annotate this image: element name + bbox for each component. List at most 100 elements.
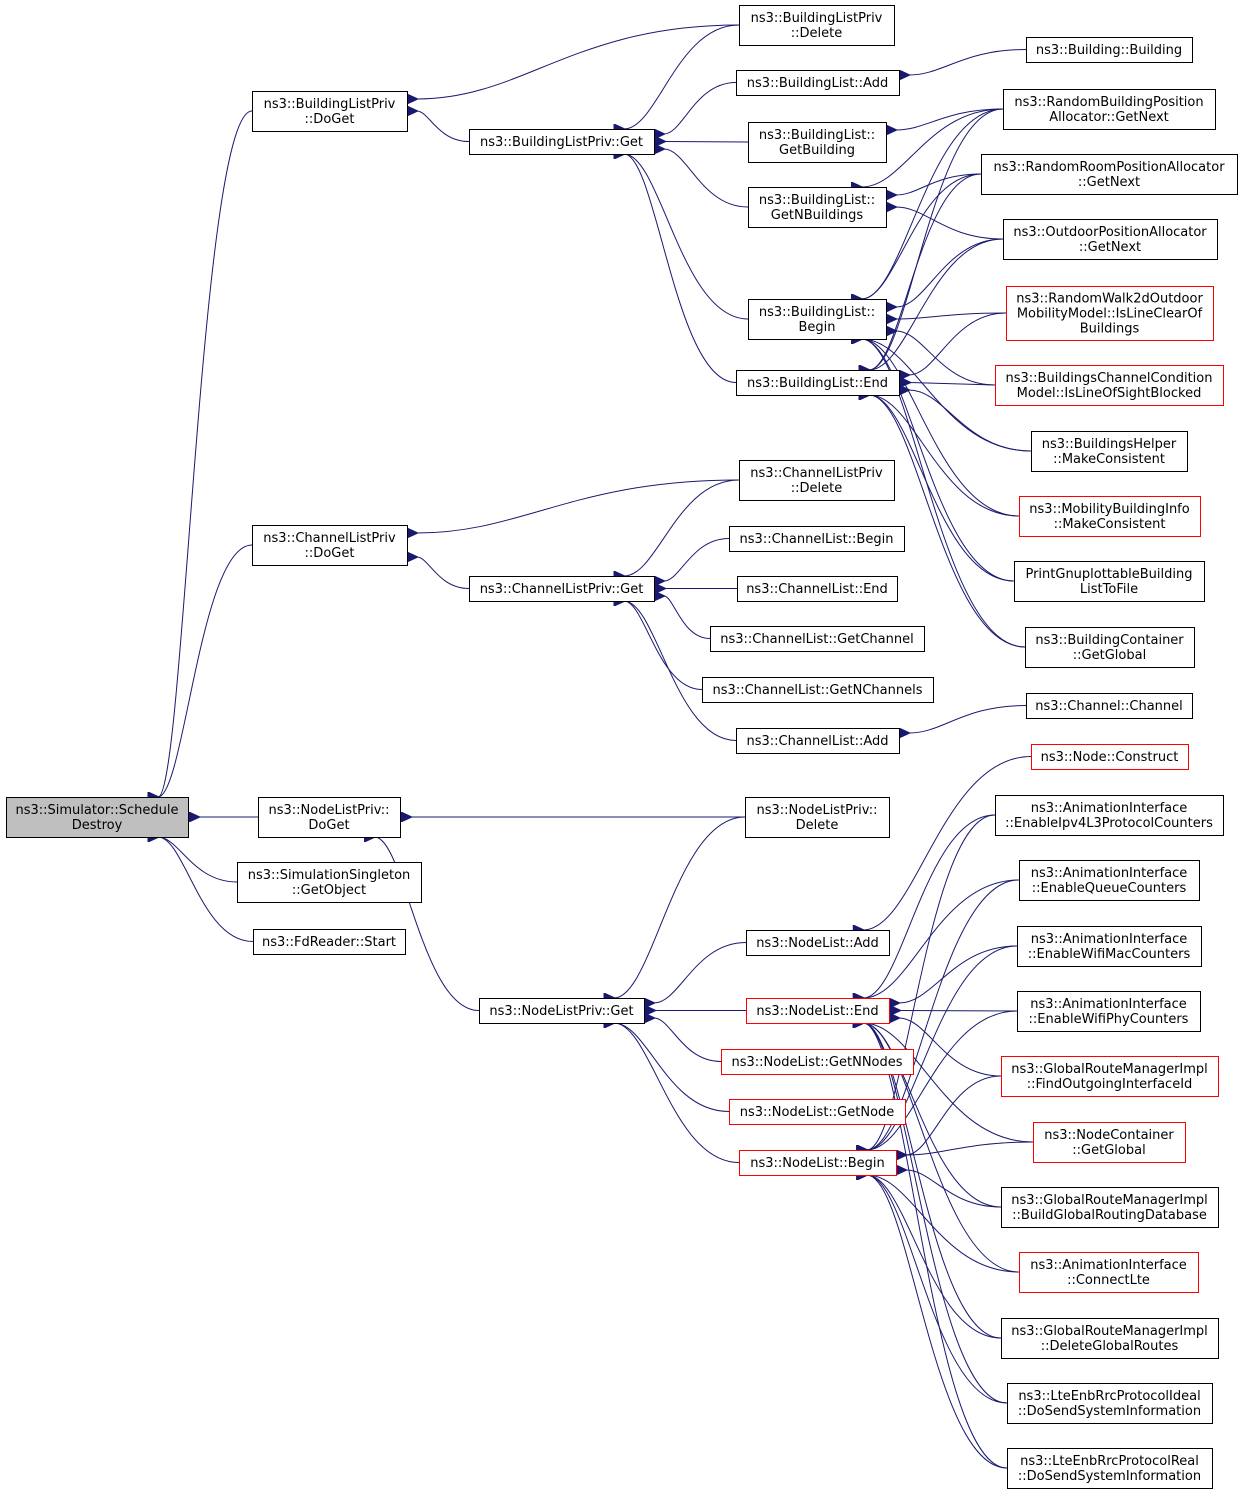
node-box[interactable] [1019, 860, 1200, 901]
graph-node[interactable]: ns3::LteEnbRrcProtocolReal::DoSendSystem… [1007, 1448, 1213, 1489]
graph-node[interactable]: ns3::ChannelListPriv::Delete [739, 460, 895, 501]
graph-node[interactable]: ns3::BuildingList::GetBuilding [748, 122, 887, 163]
node-box[interactable] [1001, 1056, 1219, 1097]
node-box[interactable] [1017, 926, 1202, 967]
node-box[interactable] [1003, 89, 1216, 130]
graph-node[interactable]: ns3::GlobalRouteManagerImpl::DeleteGloba… [1001, 1318, 1219, 1359]
node-box[interactable] [702, 677, 934, 703]
node-box[interactable] [469, 576, 655, 602]
node-box[interactable] [1007, 1448, 1213, 1489]
graph-node[interactable]: ns3::NodeListPriv::Delete [745, 797, 890, 838]
node-box[interactable] [1026, 693, 1193, 719]
graph-node[interactable]: ns3::BuildingListPriv::Get [469, 129, 655, 155]
node-box[interactable] [729, 526, 905, 552]
node-box[interactable] [253, 929, 406, 955]
node-box[interactable] [746, 998, 890, 1024]
node-box[interactable] [6, 797, 189, 838]
node-box[interactable] [748, 299, 887, 340]
node-box[interactable] [739, 460, 895, 501]
node-box[interactable] [1019, 496, 1201, 537]
graph-node[interactable]: ns3::BuildingListPriv::DoGet [252, 91, 408, 132]
node-box[interactable] [469, 129, 655, 155]
node-box[interactable] [739, 5, 895, 46]
node-box[interactable] [736, 370, 900, 396]
graph-node[interactable]: ns3::NodeList::Begin [739, 1150, 897, 1176]
node-box[interactable] [1006, 286, 1214, 341]
node-box[interactable] [1019, 1252, 1199, 1293]
node-box[interactable] [721, 1049, 914, 1075]
graph-node[interactable]: ns3::ChannelListPriv::Get [469, 576, 655, 602]
graph-node[interactable]: ns3::OutdoorPositionAllocator::GetNext [1003, 219, 1218, 260]
graph-node[interactable]: ns3::AnimationInterface::EnableWifiMacCo… [1017, 926, 1202, 967]
graph-node[interactable]: ns3::NodeList::Add [746, 930, 890, 956]
node-box[interactable] [748, 122, 887, 163]
node-box[interactable] [710, 626, 925, 652]
node-box[interactable] [1031, 744, 1189, 770]
graph-node[interactable]: ns3::RandomBuildingPositionAllocator::Ge… [1003, 89, 1216, 130]
node-box[interactable] [746, 930, 890, 956]
node-box[interactable] [736, 728, 900, 754]
node-box[interactable] [479, 998, 645, 1024]
graph-node[interactable]: ns3::AnimationInterface::ConnectLte [1019, 1252, 1199, 1293]
node-box[interactable] [995, 795, 1224, 836]
node-box[interactable] [748, 187, 887, 228]
graph-node[interactable]: ns3::RandomWalk2dOutdoorMobilityModel::I… [1006, 286, 1214, 341]
graph-node[interactable]: ns3::Channel::Channel [1026, 693, 1193, 719]
node-box[interactable] [252, 525, 408, 566]
graph-node[interactable]: ns3::LteEnbRrcProtocolIdeal::DoSendSyste… [1007, 1383, 1213, 1424]
graph-node[interactable]: ns3::MobilityBuildingInfo::MakeConsisten… [1019, 496, 1201, 537]
graph-node[interactable]: ns3::NodeContainer::GetGlobal [1033, 1122, 1186, 1163]
graph-node[interactable]: ns3::BuildingList::End [736, 370, 900, 396]
graph-node[interactable]: ns3::BuildingList::Add [736, 70, 900, 96]
graph-node[interactable]: ns3::NodeList::GetNode [729, 1099, 906, 1125]
graph-node[interactable]: ns3::ChannelList::Add [736, 728, 900, 754]
node-box[interactable] [1007, 1383, 1213, 1424]
graph-node[interactable]: ns3::GlobalRouteManagerImpl::BuildGlobal… [1001, 1187, 1219, 1228]
graph-node[interactable]: ns3::BuildingList::GetNBuildings [748, 187, 887, 228]
node-box[interactable] [1017, 991, 1201, 1032]
graph-node[interactable]: ns3::ChannelList::Begin [729, 526, 905, 552]
node-box[interactable] [729, 1099, 906, 1125]
node-box[interactable] [1031, 431, 1188, 472]
graph-node[interactable]: ns3::NodeListPriv::DoGet [258, 797, 401, 838]
node-box[interactable] [1025, 627, 1195, 668]
node-box[interactable] [739, 1150, 897, 1176]
node-box[interactable] [1001, 1187, 1219, 1228]
node-box[interactable] [237, 862, 422, 903]
node-box[interactable] [1026, 37, 1193, 63]
graph-node[interactable]: ns3::NodeList::End [746, 998, 890, 1024]
node-box[interactable] [252, 91, 408, 132]
graph-node[interactable]: ns3::NodeListPriv::Get [479, 998, 645, 1024]
graph-node[interactable]: ns3::NodeList::GetNNodes [721, 1049, 914, 1075]
graph-node[interactable]: ns3::GlobalRouteManagerImpl::FindOutgoin… [1001, 1056, 1219, 1097]
node-box[interactable] [745, 797, 890, 838]
node-box[interactable] [995, 365, 1224, 406]
node-box[interactable] [1003, 219, 1218, 260]
graph-node[interactable]: ns3::FdReader::Start [253, 929, 406, 955]
graph-node[interactable]: ns3::RandomRoomPositionAllocator::GetNex… [981, 154, 1238, 195]
graph-node[interactable]: ns3::BuildingList::Begin [748, 299, 887, 340]
node-box[interactable] [1014, 561, 1205, 602]
graph-node[interactable]: ns3::BuildingsHelper::MakeConsistent [1031, 431, 1188, 472]
graph-node[interactable]: ns3::BuildingContainer::GetGlobal [1025, 627, 1195, 668]
graph-node[interactable]: ns3::ChannelList::GetNChannels [702, 677, 934, 703]
graph-node[interactable]: ns3::AnimationInterface::EnableIpv4L3Pro… [995, 795, 1224, 836]
graph-node[interactable]: ns3::ChannelList::End [737, 576, 898, 602]
node-box[interactable] [737, 576, 898, 602]
node-box[interactable] [1001, 1318, 1219, 1359]
node-box[interactable] [736, 70, 900, 96]
graph-node[interactable]: ns3::AnimationInterface::EnableWifiPhyCo… [1017, 991, 1201, 1032]
node-box[interactable] [981, 154, 1238, 195]
graph-node[interactable]: ns3::BuildingListPriv::Delete [739, 5, 895, 46]
node-box[interactable] [258, 797, 401, 838]
node-box[interactable] [1033, 1122, 1186, 1163]
graph-node[interactable]: ns3::AnimationInterface::EnableQueueCoun… [1019, 860, 1200, 901]
graph-node[interactable]: ns3::BuildingsChannelConditionModel::IsL… [995, 365, 1224, 406]
graph-node[interactable]: ns3::Node::Construct [1031, 744, 1189, 770]
graph-node[interactable]: ns3::ChannelList::GetChannel [710, 626, 925, 652]
graph-node[interactable]: ns3::Building::Building [1026, 37, 1193, 63]
graph-node[interactable]: ns3::SimulationSingleton::GetObject [237, 862, 422, 903]
graph-node[interactable]: ns3::ChannelListPriv::DoGet [252, 525, 408, 566]
